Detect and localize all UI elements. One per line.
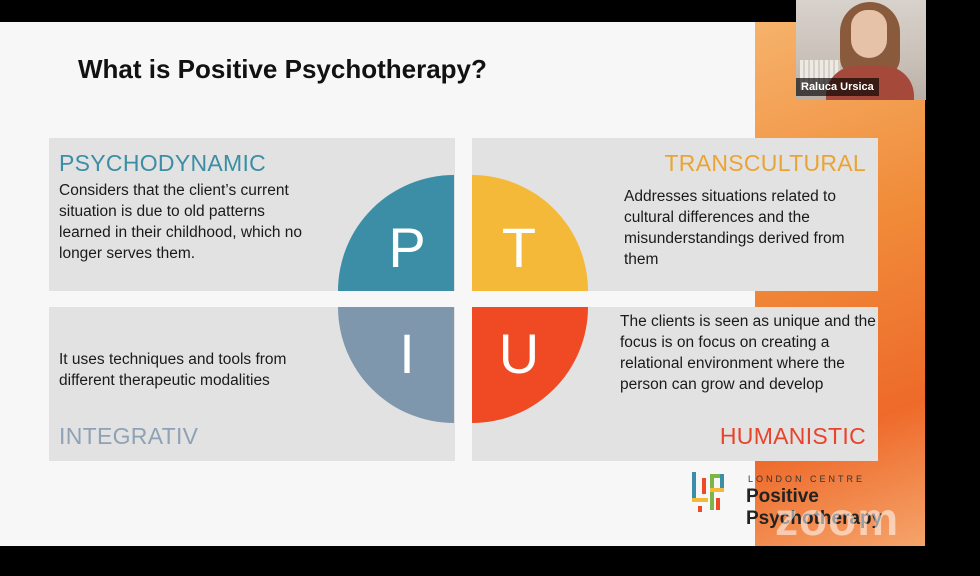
logo-line-2: Positive Psychotherapy: [746, 486, 883, 529]
participant-name: Raluca Ursica: [796, 78, 879, 96]
heading-humanistic: HUMANISTIC: [719, 423, 866, 449]
heading-psychodynamic: PSYCHODYNAMIC: [59, 150, 267, 176]
slide-title: What is Positive Psychotherapy?: [78, 54, 487, 84]
lcpp-logo-icon: [692, 472, 724, 512]
london-centre-logo: LONDON CENTRE Positive Psychotherapy: [686, 466, 926, 529]
quadrant-u: U: [472, 307, 588, 423]
participant-video[interactable]: Raluca Ursica: [796, 0, 926, 100]
letter-i: I: [399, 321, 415, 385]
heading-transcultural: TRANSCULTURAL: [664, 150, 866, 176]
letter-u: U: [498, 321, 540, 385]
logo-line-1: LONDON CENTRE: [748, 474, 866, 484]
letter-t: T: [501, 215, 537, 279]
panel-transcultural: TRANSCULTURAL Addresses situations relat…: [472, 138, 878, 291]
letter-p: P: [388, 215, 426, 279]
shared-slide: What is Positive Psychotherapy? PSYCHODY…: [0, 22, 925, 546]
text-humanistic: The clients is seen as unique and the fo…: [620, 313, 876, 393]
heading-integrativ: INTEGRATIV: [59, 423, 199, 449]
text-transcultural: Addresses situations related to cultural…: [624, 188, 845, 268]
participant-face: [851, 10, 887, 58]
text-psychodynamic: Considers that the client’s current situ…: [59, 182, 302, 262]
zoom-watermark: zoom: [775, 493, 900, 545]
text-integrativ: It uses techniques and tools from differ…: [59, 351, 287, 389]
